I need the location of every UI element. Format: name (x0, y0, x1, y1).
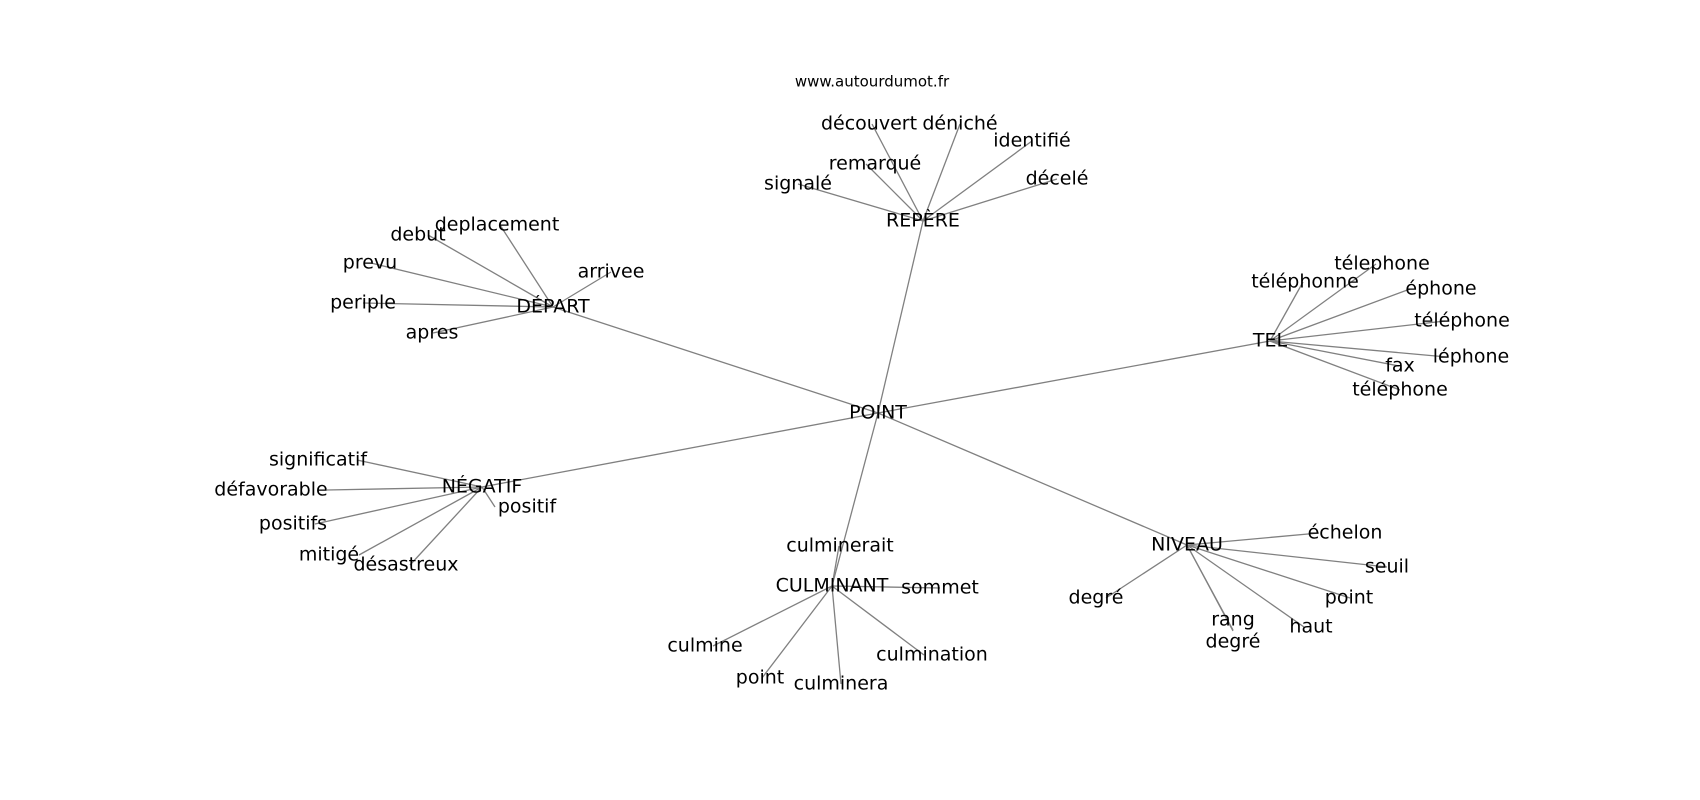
edge-tel-ephone (1269, 288, 1411, 342)
word-node-negatif-significatif: significatif (269, 449, 368, 471)
edge-repere-deniche (922, 123, 961, 222)
edge-depart-debut (427, 234, 554, 308)
edge-depart-deplacement (499, 224, 554, 308)
edge-niveau-haut (1186, 544, 1305, 628)
word-node-tel-ephone: éphone (1405, 278, 1476, 300)
word-node-culminant-culminerait: culminerait (786, 535, 893, 557)
word-node-negatif-defavorable: défavorable (214, 479, 327, 501)
edge-root-negatif (481, 412, 879, 488)
word-node-culminant-sommet: sommet (901, 577, 979, 599)
edge-culminant-sommet (831, 585, 941, 589)
edge-negatif-desastreux (409, 486, 483, 566)
cluster-node-tel: TEL (1252, 330, 1288, 352)
edge-niveau-degre-2 (1186, 544, 1234, 632)
edge-niveau-echelon (1186, 532, 1320, 546)
word-node-depart-arrivee: arrivee (578, 261, 645, 283)
edge-tel-lephone (1269, 340, 1448, 358)
cluster-node-culminant: CULMINANT (776, 575, 889, 597)
word-node-repere-decele: décelé (1026, 168, 1089, 190)
word-node-niveau-echelon: échelon (1308, 522, 1383, 544)
edge-repere-decele (922, 178, 1058, 222)
cluster-node-repere: REPÈRE (886, 209, 960, 232)
edge-tel-telephone-3 (1269, 340, 1401, 391)
word-node-negatif-positifs: positifs (259, 513, 327, 535)
edge-tel-telephone-2 (1269, 320, 1446, 342)
edge-culminant-point (761, 585, 833, 679)
word-node-culminant-point: point (736, 667, 784, 689)
word-node-niveau-seuil: seuil (1365, 556, 1409, 578)
cluster-node-depart: DÉPART (516, 295, 590, 318)
word-node-negatif-desastreux: désastreux (353, 554, 458, 576)
edge-niveau-seuil (1186, 544, 1388, 568)
edge-tel-telephonne (1269, 281, 1304, 342)
word-node-tel-telephone-2: téléphone (1414, 310, 1510, 332)
edge-repere-decouvert (871, 123, 924, 222)
word-node-depart-prevu: prevu (343, 252, 397, 274)
edge-repere-signale (797, 183, 924, 222)
edge-repere-remarque (865, 163, 924, 222)
cluster-node-niveau: NIVEAU (1151, 534, 1223, 556)
word-node-tel-telephone-3: téléphone (1352, 379, 1448, 401)
word-node-niveau-haut: haut (1289, 616, 1332, 638)
word-node-tel-telephone-1: télephone (1334, 253, 1430, 275)
edge-negatif-defavorable (326, 486, 483, 491)
word-node-niveau-rang: rang (1211, 609, 1255, 631)
word-node-tel-lephone: léphone (1433, 346, 1509, 368)
edge-niveau-degre-1 (1105, 544, 1188, 599)
edge-culminant-culmination (831, 585, 925, 656)
word-node-niveau-point: point (1325, 587, 1373, 609)
edge-repere-identifie (922, 140, 1033, 222)
word-node-repere-deniche: déniché (922, 113, 997, 135)
word-node-repere-signale: signalé (764, 173, 832, 195)
edge-depart-apres (432, 306, 554, 334)
edge-root-niveau (877, 412, 1188, 546)
word-node-depart-debut: debut (390, 224, 445, 246)
edge-depart-periple (362, 302, 554, 308)
edge-culminant-culminerait (831, 545, 840, 587)
edge-root-repere (877, 220, 924, 414)
edge-negatif-positif (481, 486, 496, 508)
edge-niveau-point (1186, 544, 1351, 599)
word-node-depart-periple: periple (330, 292, 396, 314)
word-node-depart-apres: apres (406, 322, 459, 344)
site-watermark: www.autourdumot.fr (795, 73, 950, 91)
edge-negatif-positifs (314, 486, 483, 525)
word-node-tel-fax: fax (1385, 355, 1415, 377)
edge-root-depart (552, 306, 879, 414)
word-node-culminant-culminera: culminera (794, 673, 889, 695)
edge-negatif-significatif (356, 459, 483, 488)
edge-depart-prevu (370, 262, 554, 308)
word-node-depart-deplacement: deplacement (435, 214, 560, 236)
edge-negatif-mitige (358, 486, 483, 556)
cluster-node-negatif: NÉGATIF (442, 475, 523, 498)
root-node: POINT (849, 402, 907, 424)
word-node-tel-telephonne: téléphonne (1251, 271, 1359, 293)
edge-depart-arrivee (552, 271, 612, 308)
edge-tel-fax (1269, 340, 1400, 367)
graph-edges (314, 123, 1448, 685)
word-node-repere-identifie: identifié (993, 130, 1070, 152)
edge-root-tel (877, 340, 1271, 414)
word-node-culminant-culmination: culmination (876, 644, 988, 666)
word-node-negatif-positif: positif (498, 496, 558, 518)
word-node-culminant-culmine: culmine (667, 635, 742, 657)
edge-culminant-culmine (712, 585, 833, 647)
word-node-niveau-degre-1: degré (1069, 587, 1124, 609)
word-node-niveau-degre-2: degré (1206, 631, 1261, 653)
word-node-repere-decouvert: découvert (821, 113, 917, 135)
edge-tel-telephone-1 (1269, 263, 1377, 342)
word-node-repere-remarque: remarqué (829, 153, 922, 175)
edge-culminant-culminera (831, 585, 842, 685)
edge-root-culminant (831, 412, 879, 587)
word-node-negatif-mitige: mitigé (299, 544, 359, 566)
